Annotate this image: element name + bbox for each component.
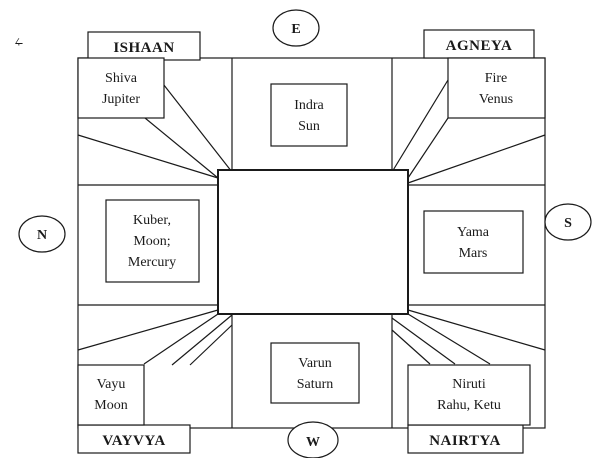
central-square (217, 169, 409, 315)
svg-text:Moon;: Moon; (133, 234, 170, 249)
label-agneya: AGNEYA (423, 29, 535, 59)
svg-text:Moon: Moon (94, 398, 127, 413)
spokes-top-left (77, 79, 233, 179)
label-nairtya: NAIRTYA (407, 424, 524, 454)
svg-text:ISHAAN: ISHAAN (113, 40, 174, 56)
svg-text:Yama: Yama (457, 225, 490, 240)
cell-middle-right: Yama Mars (423, 210, 524, 274)
cell-top-left: Shiva Jupiter (77, 57, 165, 119)
svg-text:NAIRTYA: NAIRTYA (429, 433, 501, 449)
svg-text:AGNEYA: AGNEYA (446, 38, 513, 54)
compass-south: S (544, 203, 592, 241)
svg-text:S: S (564, 216, 572, 231)
spokes-bottom-left (77, 309, 233, 366)
svg-text:Fire: Fire (485, 71, 508, 86)
label-ishaan: ISHAAN (87, 31, 201, 61)
svg-text:Rahu, Ketu: Rahu, Ketu (437, 398, 501, 413)
cell-bottom-center: Varun Saturn (270, 342, 360, 404)
svg-text:Kuber,: Kuber, (133, 213, 171, 228)
spokes-bottom-right (391, 309, 546, 365)
cell-top-right: Fire Venus (447, 57, 546, 119)
svg-text:Niruti: Niruti (452, 377, 486, 392)
svg-text:Saturn: Saturn (297, 377, 334, 392)
svg-text:Vayu: Vayu (97, 377, 126, 392)
spokes-top-right (391, 79, 546, 184)
svg-text:Venus: Venus (479, 92, 513, 107)
compass-west: W (287, 421, 339, 458)
svg-text:Shiva: Shiva (105, 71, 138, 86)
compass-north: N (18, 215, 66, 253)
svg-text:VAYVYA: VAYVYA (102, 433, 165, 449)
svg-text:Mars: Mars (459, 246, 488, 261)
svg-text:Jupiter: Jupiter (102, 92, 140, 107)
svg-text:N: N (37, 228, 47, 243)
svg-text:Sun: Sun (298, 119, 320, 134)
stray-mark: ഺ (14, 36, 23, 47)
svg-text:W: W (306, 435, 320, 450)
cell-bottom-right: Niruti Rahu, Ketu (407, 364, 531, 426)
label-vayvya: VAYVYA (77, 424, 191, 454)
svg-text:E: E (291, 22, 300, 37)
compass-east: E (272, 9, 320, 47)
cell-bottom-left: Vayu Moon (77, 364, 145, 426)
svg-text:Mercury: Mercury (128, 255, 176, 270)
svg-text:Varun: Varun (298, 356, 331, 371)
cell-top-center: Indra Sun (270, 83, 348, 147)
svg-text:Indra: Indra (294, 98, 324, 113)
cell-middle-left: Kuber, Moon; Mercury (105, 199, 200, 283)
